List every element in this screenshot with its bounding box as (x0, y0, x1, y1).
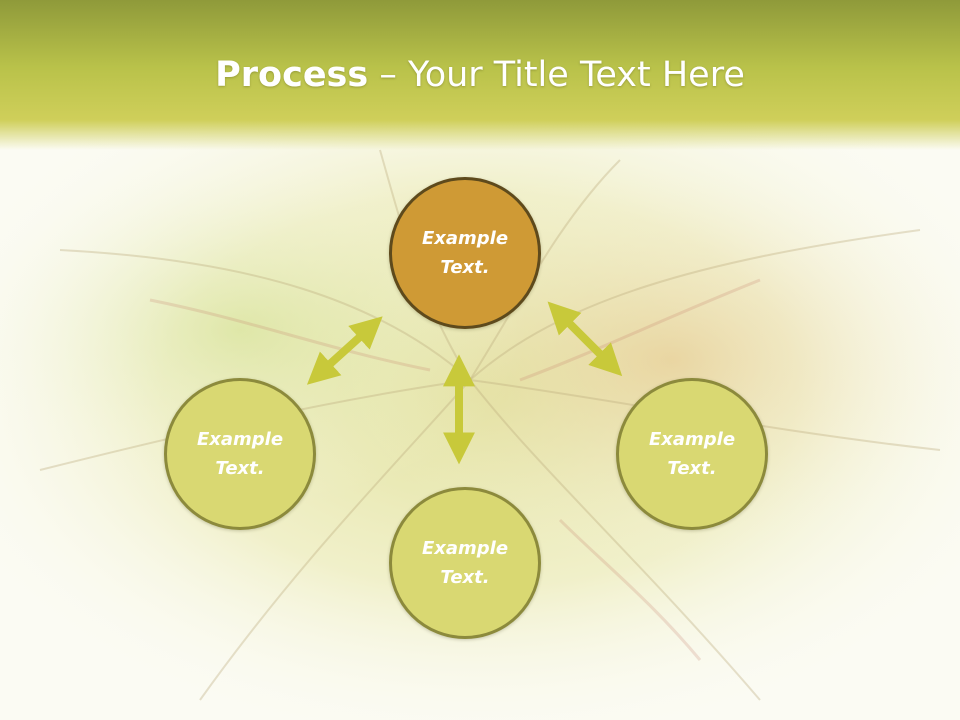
slide-title: Process – Your Title Text Here (0, 52, 960, 98)
title-bar (0, 0, 960, 150)
title-bold: Process (215, 55, 369, 95)
node-bottom-label: Example Text. (421, 538, 509, 588)
node-bottom: Example Text. (389, 487, 541, 639)
node-top: Example Text. (389, 177, 541, 329)
arrow-top-right (547, 301, 623, 377)
node-top-label: Example Text. (421, 228, 509, 278)
node-right: Example Text. (616, 378, 768, 530)
node-right-label: Example Text. (648, 429, 736, 479)
arrow-left-top (306, 316, 383, 385)
title-rest: – Your Title Text Here (368, 55, 745, 95)
node-left: Example Text. (164, 378, 316, 530)
node-left-label: Example Text. (196, 429, 284, 479)
